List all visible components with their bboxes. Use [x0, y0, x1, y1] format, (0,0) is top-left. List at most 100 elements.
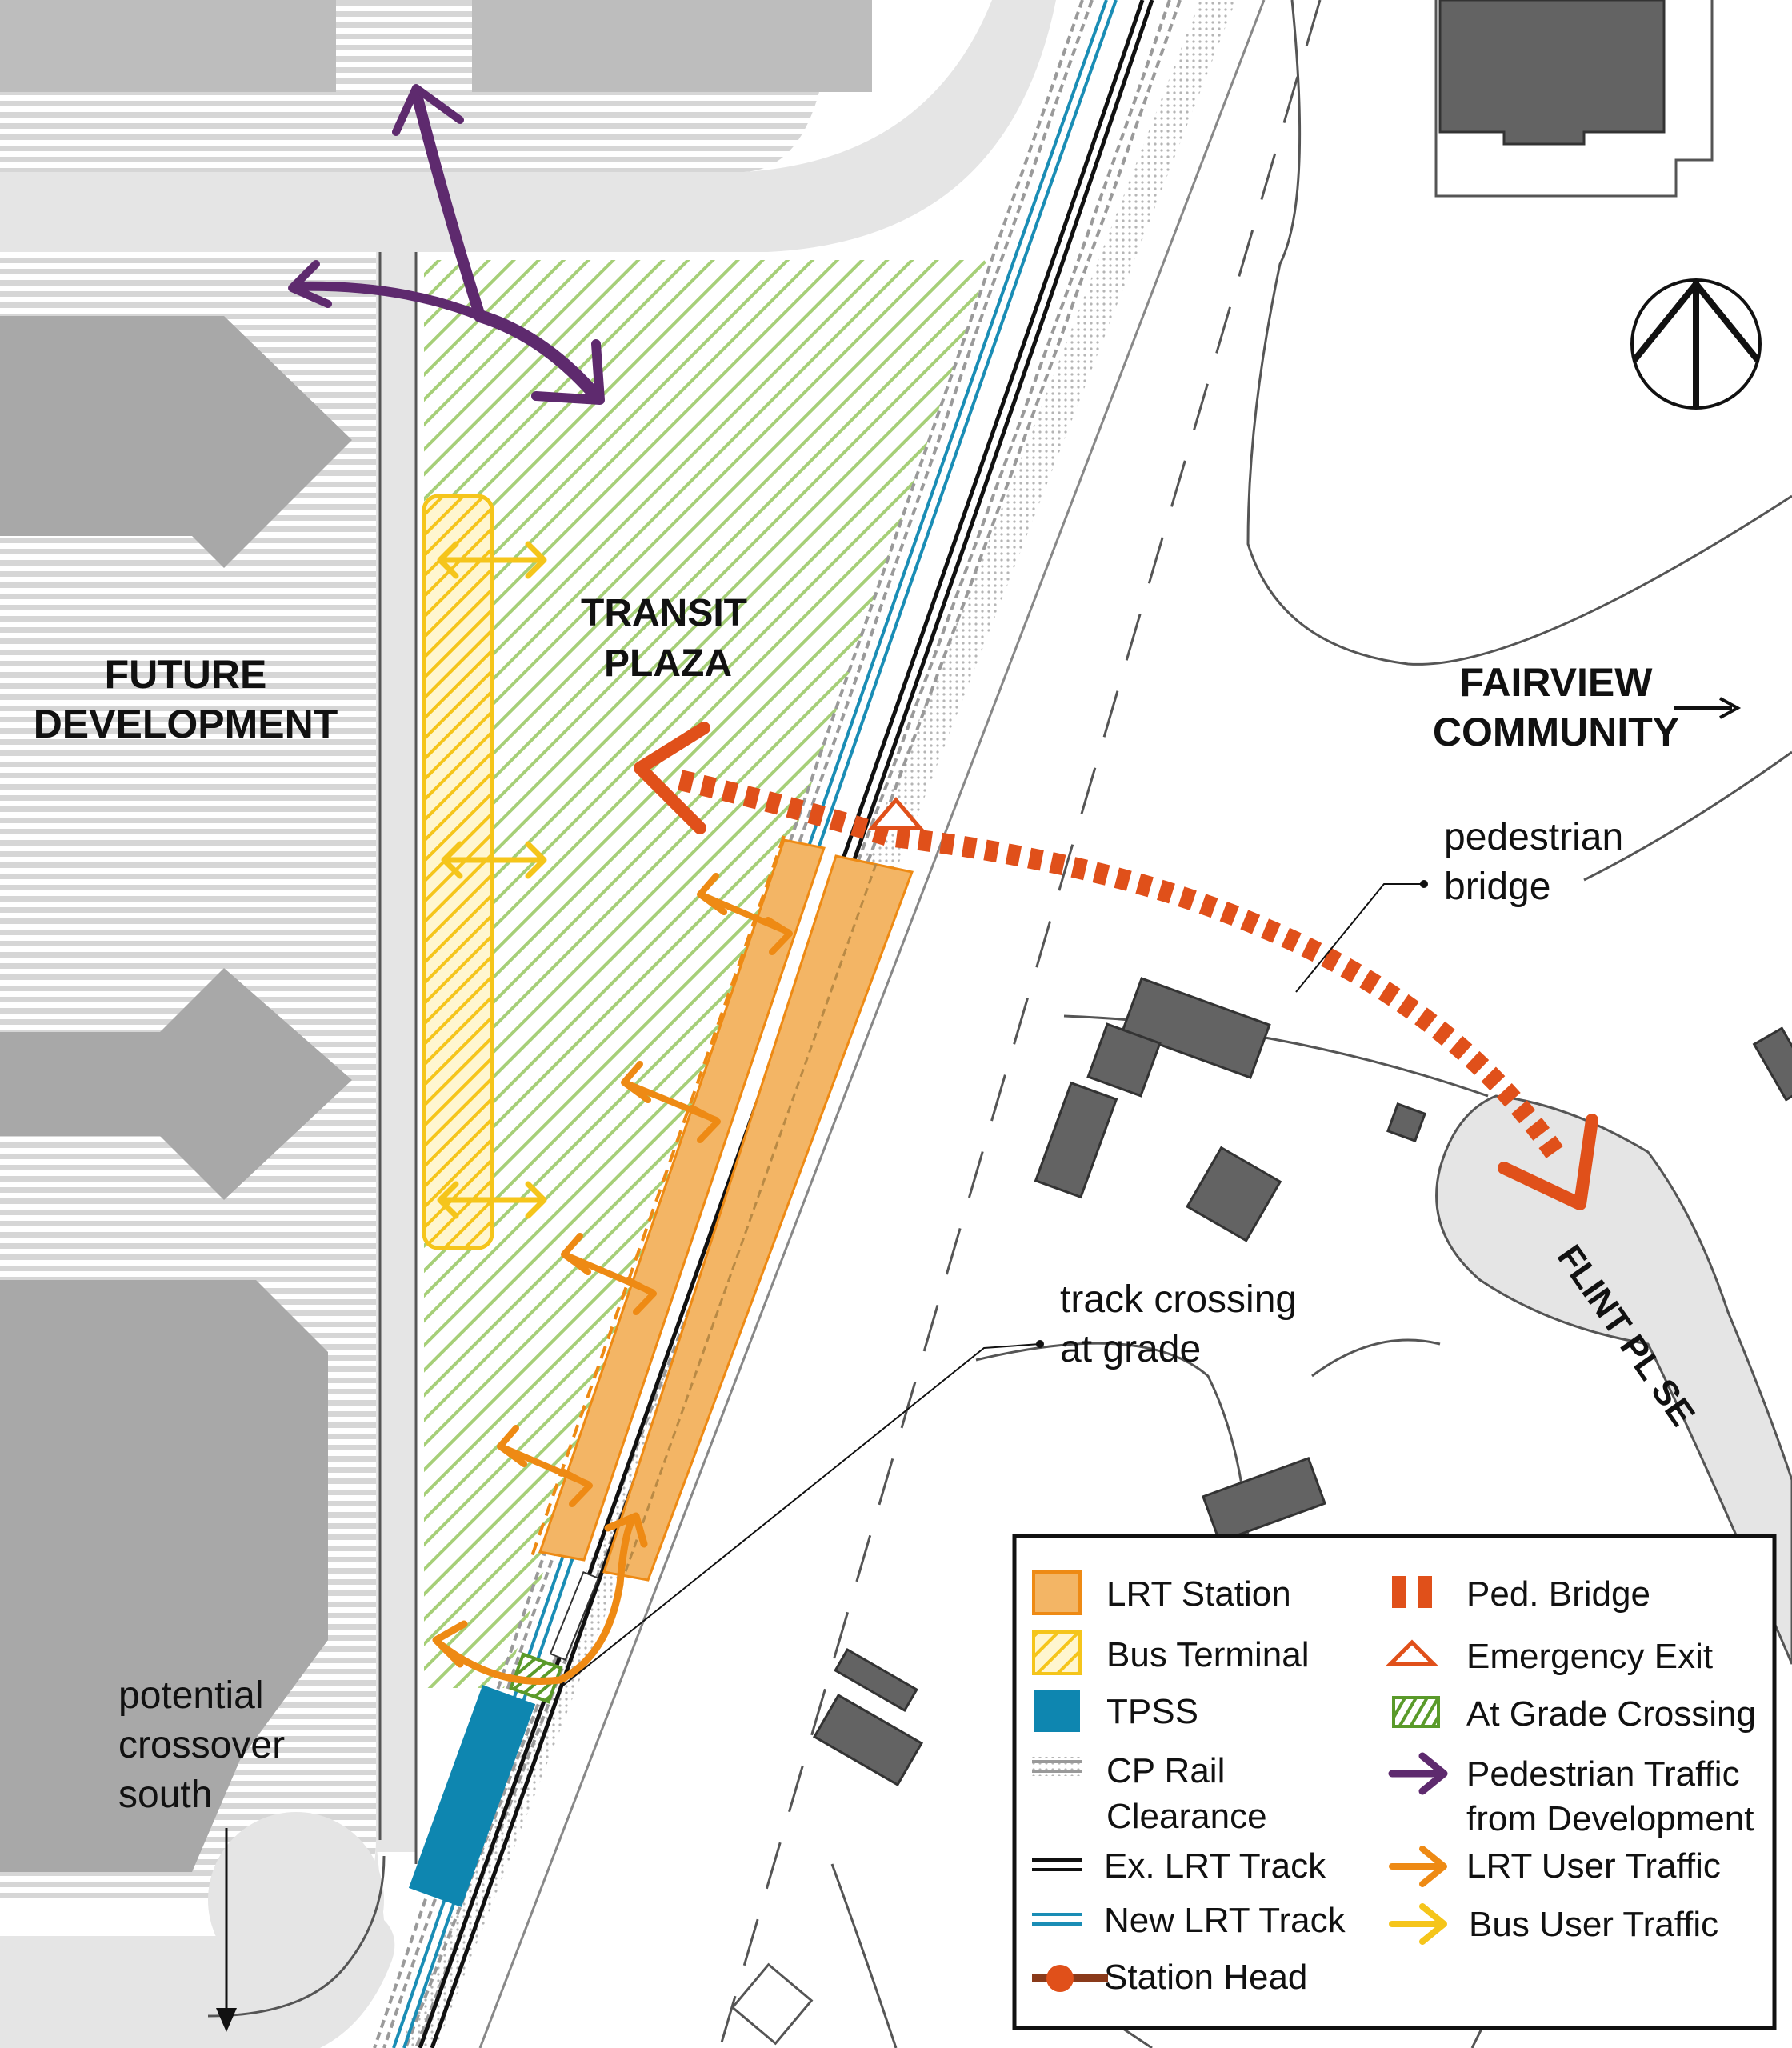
- orange-curve-arrow: [432, 1512, 648, 1686]
- purple-arrow-icon: [1388, 1752, 1448, 1795]
- ped-bridge-icon: [1392, 1576, 1432, 1608]
- legend-label-at-grade-crossing: At Grade Crossing: [1466, 1694, 1756, 1734]
- track-crossing-leader: [559, 1343, 1041, 1689]
- legend-label-lrt-station: LRT Station: [1106, 1574, 1291, 1614]
- lrt-station: [530, 835, 914, 1582]
- building: [1086, 1022, 1162, 1098]
- fairview-community-label: COMMUNITY: [1433, 710, 1679, 754]
- legend-label-station-head: Station Head: [1104, 1958, 1307, 1997]
- roads: [0, 0, 1056, 2048]
- transit-plaza-area: [424, 260, 987, 1688]
- road-north-south: [376, 252, 416, 1852]
- parcel-outline: [975, 1342, 1250, 1537]
- building-footprint-1: [0, 316, 352, 568]
- orange-double-arrow: [497, 1425, 593, 1507]
- parcel-outline: [830, 1863, 898, 2048]
- emergency-exit-icon: [1385, 1639, 1439, 1666]
- pedestrian-bridge-path: [678, 770, 1569, 1166]
- building: [834, 1647, 918, 1713]
- lrt-station-swatch: [1032, 1570, 1082, 1615]
- building: [1121, 977, 1271, 1079]
- building-top-left: [0, 0, 336, 92]
- new-lrt-track: [392, 0, 1108, 2048]
- building: [812, 1693, 924, 1787]
- orange-arrow-icon: [1389, 1846, 1447, 1887]
- at-grade-crossing-icon: [1392, 1696, 1440, 1728]
- leader-dot: [1420, 880, 1428, 888]
- pedestrian-bridge-label: bridge: [1444, 866, 1550, 908]
- parcel-outline: [1434, 0, 1714, 198]
- cp-rail-line: [404, 0, 1171, 2048]
- crossover-arrowhead: [216, 2008, 237, 2032]
- pedestrian-bridge-arrowhead: [1498, 1114, 1598, 1210]
- future-development-label: DEVELOPMENT: [34, 702, 338, 746]
- parcel-outline: [1246, 0, 1792, 666]
- lrt-station-platform: [602, 854, 914, 1582]
- parcel-outline: [1311, 1338, 1441, 1378]
- platform-centre-line: [622, 863, 878, 1577]
- tpss-swatch: [1034, 1690, 1080, 1732]
- road-cul-de-sac-south: [0, 1840, 395, 2048]
- north-arrow-icon: [1630, 278, 1762, 410]
- legend-label-lrt-user-traffic: LRT User Traffic: [1466, 1846, 1721, 1886]
- legend-label-new-track: New LRT Track: [1104, 1901, 1346, 1940]
- parcel-outline: [1063, 1014, 1489, 1098]
- building-footprint-2: [0, 968, 352, 1200]
- building: [1186, 1146, 1282, 1242]
- orange-double-arrow: [561, 1233, 657, 1315]
- lrt-user-traffic-arrows: [432, 873, 793, 1686]
- yellow-double-arrow: [441, 841, 547, 879]
- potential-crossover-label: potential: [118, 1674, 263, 1717]
- purple-arrowhead: [531, 339, 605, 405]
- legend-label-from-development: from Development: [1466, 1799, 1754, 1838]
- flint-pl-se-road: [1435, 1094, 1792, 1665]
- pedestrian-bridge-leader: [1295, 883, 1424, 993]
- building-footprint-3: [0, 1280, 328, 1872]
- purple-arrow-southeast: [474, 310, 602, 402]
- legend: LRT Station Bus Terminal TPSS CP Rail Cl…: [1012, 1534, 1777, 2030]
- leader-dot: [1036, 1340, 1044, 1348]
- legend-box: [1012, 1534, 1777, 2030]
- pedestrian-bridge-label: pedestrian: [1444, 816, 1623, 858]
- legend-label-tpss: TPSS: [1106, 1692, 1198, 1731]
- fairview-community-label: FAIRVIEW: [1460, 660, 1654, 705]
- legend-label-clearance: Clearance: [1106, 1797, 1267, 1836]
- bus-user-traffic-arrows: [437, 541, 547, 1219]
- yellow-double-arrow: [437, 1181, 547, 1219]
- building-north-east: [1438, 0, 1666, 146]
- road-outline-south: [207, 1855, 386, 2018]
- new-track-icon: [1032, 1913, 1082, 1926]
- bus-terminal-swatch: [1032, 1630, 1082, 1675]
- transit-plaza-label: PLAZA: [604, 642, 732, 685]
- road-dashed-line: [718, 0, 1322, 2048]
- existing-track-icon: [1032, 1858, 1082, 1871]
- potential-crossover-label: crossover: [118, 1724, 285, 1766]
- legend-label-ped-bridge: Ped. Bridge: [1466, 1574, 1650, 1614]
- building: [1202, 1456, 1326, 1544]
- legend-label-pedestrian-traffic: Pedestrian Traffic: [1466, 1754, 1740, 1794]
- east-community: [730, 0, 1792, 2048]
- parcel-outline: [1583, 750, 1792, 882]
- purple-arrowhead: [392, 84, 464, 136]
- purple-arrow-north: [410, 86, 486, 322]
- track-crossing-label: track crossing: [1060, 1278, 1297, 1321]
- potential-crossover-label: south: [118, 1774, 212, 1816]
- legend-label-cp-rail: CP Rail: [1106, 1751, 1225, 1790]
- pedestrian-bridge-arrowhead: [634, 722, 710, 834]
- orange-double-arrow: [621, 1061, 721, 1143]
- crossing-box: [549, 1570, 600, 1662]
- yellow-double-arrow: [437, 541, 547, 579]
- legend-label-bus-user-traffic: Bus User Traffic: [1469, 1905, 1718, 1944]
- road-east-west: [0, 0, 1056, 252]
- station-head-icon: [1032, 1965, 1108, 1992]
- emergency-exit-icon: [867, 797, 925, 830]
- new-lrt-track: [402, 0, 1118, 2048]
- road-edge: [478, 0, 1266, 2048]
- pedestrian-traffic-arrows: [288, 84, 605, 405]
- purple-arrowhead: [288, 260, 332, 308]
- track-crossing-label: at grade: [1060, 1328, 1201, 1370]
- legend-label-existing-track: Ex. LRT Track: [1104, 1846, 1326, 1886]
- orange-double-arrow: [697, 873, 793, 955]
- transit-plaza-label: TRANSIT: [581, 592, 747, 634]
